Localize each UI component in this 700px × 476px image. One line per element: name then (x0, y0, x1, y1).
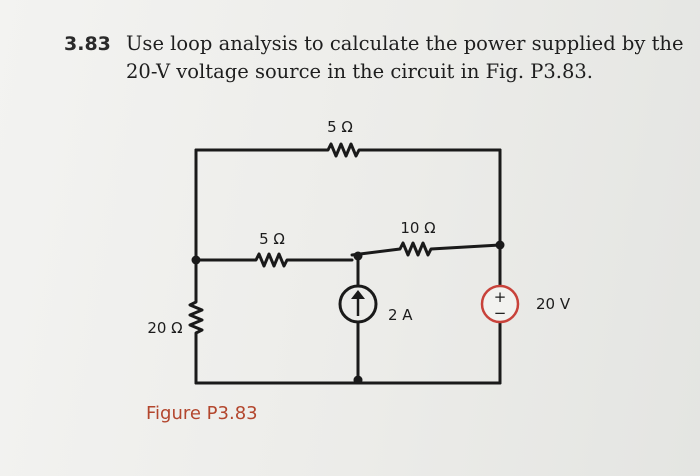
label-r-mid-right: 10 Ω (400, 219, 435, 237)
junction-left (191, 255, 201, 265)
voltage-source: + − (480, 284, 520, 324)
current-source (338, 284, 378, 324)
wire-middle-right (350, 241, 502, 257)
vs-minus-sign: − (494, 304, 507, 322)
junction-bottom-center (353, 375, 363, 385)
label-voltage-source: 20 V (536, 295, 571, 313)
wire-left-lower (188, 258, 204, 385)
figure-caption: Figure P3.83 (146, 403, 258, 424)
junction-right (495, 240, 505, 250)
problem-text-line-2: 20-V voltage source in the circuit in Fi… (126, 60, 593, 83)
vs-plus-sign: + (494, 288, 507, 306)
wire-middle-left (194, 252, 354, 268)
problem-statement: 3.83 Use loop analysis to calculate the … (64, 30, 684, 86)
label-current-source: 2 A (388, 306, 413, 324)
label-r-mid-left: 5 Ω (259, 230, 285, 248)
label-r-top: 5 Ω (327, 118, 353, 136)
wire-top (194, 142, 502, 158)
junction-center (353, 251, 363, 261)
problem-text-line-1: Use loop analysis to calculate the power… (126, 32, 684, 55)
label-r-left: 20 Ω (147, 319, 182, 337)
problem-number: 3.83 (64, 33, 111, 55)
